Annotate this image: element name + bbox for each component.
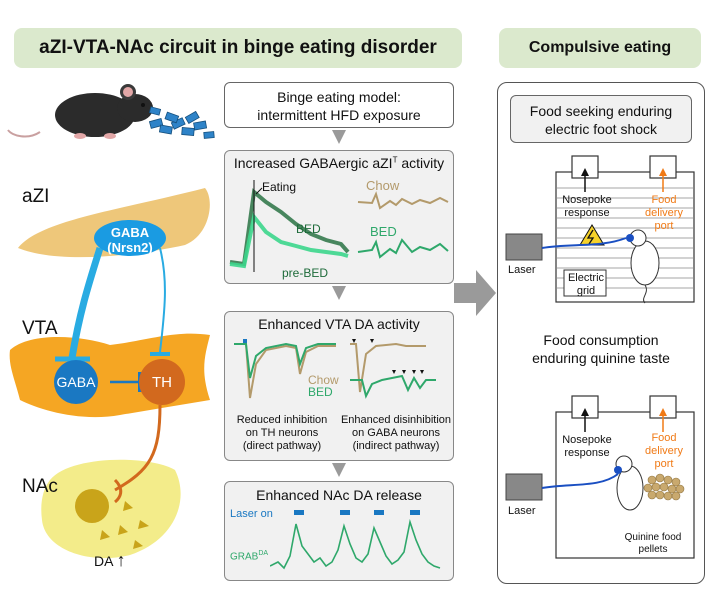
- quinine-pellets-line1: Quinine food: [624, 532, 682, 543]
- panel1-title-text: Increased GABAergic aZI: [233, 155, 393, 171]
- panel-nac-release: [224, 481, 454, 581]
- quinine-box: Food consumption enduring quinine taste: [510, 325, 692, 373]
- foot-shock-line2: electric foot shock: [544, 121, 658, 137]
- panel3-grab: GRABDA: [230, 550, 268, 562]
- panel2-right-caption-1: Enhanced disinhibition: [340, 414, 452, 426]
- panel3-grab-sup: DA: [258, 550, 269, 557]
- azi-gaba-neuron: [94, 220, 166, 256]
- vta-gaba-neuron: [54, 360, 98, 404]
- panel3-title: Enhanced NAc DA release: [256, 487, 422, 503]
- panel1-title-sup: T: [392, 155, 398, 165]
- panel-vta-activity: [224, 311, 454, 461]
- panel1-chow: Chow: [366, 178, 400, 193]
- electric-grid-line1: Electric: [567, 272, 605, 284]
- nosepoke-label-2: Nosepoke response: [554, 434, 620, 460]
- circuit-diagram: [7, 84, 215, 559]
- nosepoke-label-1: Nosepoke response: [554, 194, 620, 220]
- down-arrow-1: [332, 130, 346, 144]
- panel1-prebed: pre-BED: [282, 266, 329, 280]
- panel2-right-caption: Enhanced disinhibition on GABA neurons (…: [338, 414, 454, 453]
- right-title: Compulsive eating: [528, 39, 672, 56]
- down-arrow-2: [332, 286, 346, 300]
- panel2-legend: Chow BED: [308, 374, 339, 398]
- nac-neuron: [75, 489, 109, 523]
- panel1-eating-label: Eating: [262, 180, 297, 194]
- electric-grid-line2: grid: [576, 285, 596, 297]
- right-arrow-icon: [454, 270, 496, 316]
- food-port-1-line1: Food: [651, 194, 677, 206]
- food-port-label-1: Food delivery port: [636, 194, 692, 233]
- main-title: aZI-VTA-NAc circuit in binge eating diso…: [39, 37, 437, 58]
- vta-gaba-label: GABA: [56, 374, 96, 390]
- laser-label-2: Laser: [508, 505, 536, 517]
- down-arrow-3: [332, 463, 346, 477]
- nosepoke-1-line1: Nosepoke: [562, 194, 612, 206]
- region-label-nac: NAc: [22, 476, 58, 497]
- panel3-trace: [270, 510, 441, 570]
- quinine-pellets-line2: pellets: [638, 544, 668, 555]
- food-port-1-line3: port: [654, 220, 674, 232]
- panel-azi-activity: [224, 150, 454, 284]
- azi-neuron-label: GABA (Nrsn2): [94, 225, 166, 255]
- nosepoke-1-line2: response: [564, 207, 610, 219]
- food-port-2-line2: delivery: [645, 445, 683, 457]
- panel1-traces: [229, 180, 449, 272]
- main-title-box: aZI-VTA-NAc circuit in binge eating diso…: [14, 28, 462, 68]
- food-port-2-line1: Food: [651, 432, 677, 444]
- region-label-azi: aZI: [22, 186, 50, 207]
- mouse-outline-icon-2: [614, 455, 644, 511]
- panel2-right-caption-2: on GABA neurons: [351, 427, 441, 439]
- panel1-bed-right: BED: [370, 224, 397, 239]
- azi-neuron-label-line2: (Nrsn2): [107, 240, 153, 255]
- mouse-outline-icon-1: [626, 229, 660, 304]
- panel2-title: Enhanced VTA DA activity: [258, 316, 420, 332]
- panel2-traces: [234, 339, 436, 399]
- azi-neuron-label-line1: GABA: [110, 225, 150, 240]
- panel2-bed: BED: [308, 385, 333, 399]
- food-port-1-line2: delivery: [645, 207, 683, 219]
- nosepoke-2-line1: Nosepoke: [562, 434, 612, 446]
- panel1-title: Increased GABAergic aZIT activity: [224, 155, 454, 171]
- quinine-pellets-label: Quinine food pellets: [612, 532, 694, 556]
- panel2-left-caption: Reduced inhibition on TH neurons (direct…: [226, 414, 338, 453]
- vta-th-label: TH: [152, 374, 172, 391]
- nosepoke-2-line2: response: [564, 447, 610, 459]
- region-label-vta: VTA: [22, 318, 58, 339]
- model-line1: Binge eating model:: [277, 89, 401, 105]
- food-pellets-icon: [148, 106, 215, 139]
- panel1-title-end: activity: [397, 155, 445, 171]
- model-line2: intermittent HFD exposure: [257, 107, 421, 123]
- electric-grid-label: Electric grid: [565, 272, 607, 298]
- nac-region: [41, 459, 181, 559]
- vta-th-neuron: [139, 359, 185, 405]
- dopamine-molecules: [100, 501, 149, 549]
- panel2-left-caption-2: on TH neurons: [245, 427, 319, 439]
- panel1-bed-left: BED: [296, 222, 321, 236]
- quinine-pellets-icon: [643, 473, 685, 501]
- panel2-left-caption-3: (direct pathway): [242, 440, 322, 452]
- panel2-chow: Chow: [308, 373, 339, 387]
- mouse-icon: [7, 84, 153, 139]
- nac-da-label: DA ↑: [94, 550, 126, 571]
- laser-label-1: Laser: [508, 264, 536, 276]
- laser-pulse-markers: [294, 510, 420, 515]
- panel2-left-caption-1: Reduced inhibition: [236, 414, 328, 426]
- right-title-box: Compulsive eating: [499, 28, 701, 68]
- food-port-2-line3: port: [654, 458, 674, 470]
- quinine-line1: Food consumption: [543, 332, 659, 348]
- foot-shock-box: Food seeking enduring electric foot shoc…: [510, 95, 692, 143]
- panel3-grab-text: GRAB: [230, 551, 259, 563]
- da-increase-arrow: ↑: [116, 550, 126, 570]
- binge-model-box: Binge eating model: intermittent HFD exp…: [224, 82, 454, 128]
- food-port-label-2: Food delivery port: [636, 432, 692, 471]
- panel3-laser-on: Laser on: [230, 508, 273, 520]
- quinine-line2: enduring quinine taste: [532, 350, 670, 366]
- quinine-chamber: [505, 395, 695, 559]
- panel2-right-caption-3: (indirect pathway): [352, 440, 440, 452]
- foot-shock-line1: Food seeking enduring: [529, 103, 673, 119]
- shock-chamber: [505, 155, 695, 304]
- nac-da-text: DA: [94, 553, 113, 569]
